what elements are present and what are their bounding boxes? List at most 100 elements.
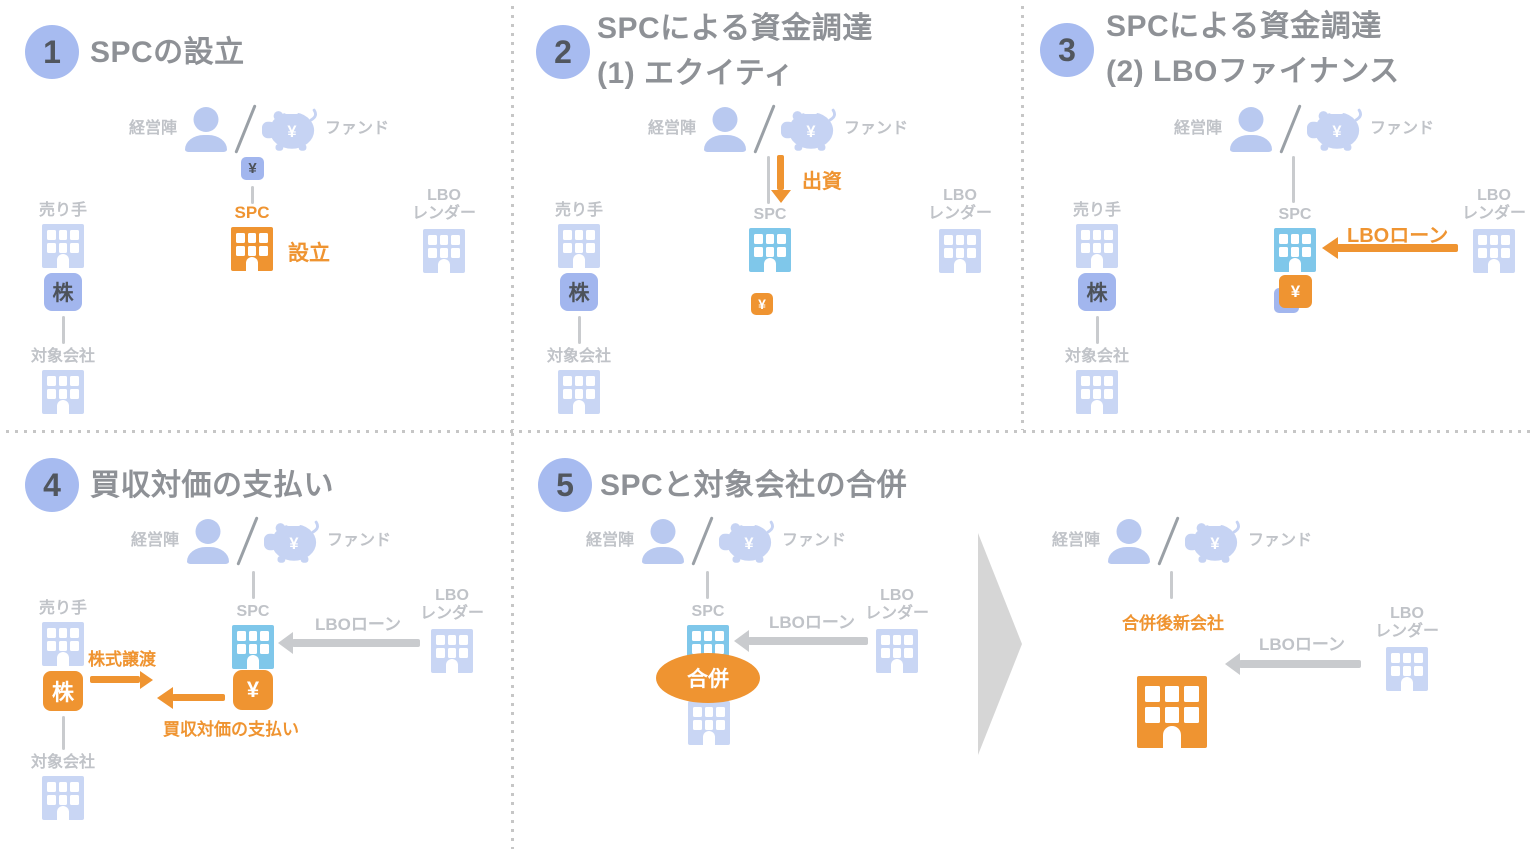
management-person-icon [186,519,230,564]
spc-group: SPC [728,206,812,272]
stock-tag: 株 [43,671,83,711]
lbo-lender-group: LBO レンダー [842,588,952,673]
lbo-loan-arrow [1337,244,1458,252]
lender-building-icon [939,229,981,273]
target-company-label: 対象会社 [30,348,95,365]
slash-divider-icon [754,104,774,154]
management-label: 経営陣 [131,532,180,549]
step-1-badge: 1 [25,25,79,79]
seller-label: 売り手 [1072,202,1121,219]
establishment-label: 設立 [288,242,330,265]
management-label: 経営陣 [1174,120,1223,137]
transition-arrow [978,533,1022,755]
divider-vertical-3 [511,433,514,849]
lbo-lender-group: LBO レンダー [905,188,1015,273]
fund-label: ファンド [1248,532,1313,549]
mixed-money-tag: ¥ [1274,275,1312,313]
owners-row: 経営陣 ¥ ファンド [648,106,908,152]
slash-divider-icon [692,516,712,566]
panel-5-title: SPCと対象会社の合併 [600,469,908,502]
lbo-lender-label-line1: LBO [943,187,977,204]
slash-divider-icon [237,516,257,566]
ownership-line [1292,156,1295,203]
step-3-badge: 3 [1040,23,1094,77]
seller-building-icon [42,622,84,666]
seller-column: 売り手 株 対象会社 [1047,203,1147,414]
slash-divider-icon [1158,516,1178,566]
owners-row: 経営陣 ¥ ファンド [586,518,846,564]
fund-piggy-bank-icon: ¥ [262,108,317,151]
owners-row: 経営陣 ¥ ファンド [131,518,391,564]
equity-money-tag: ¥ [751,293,773,315]
management-person-icon [703,107,747,152]
panel-4-payment: 4 買収対価の支払い 経営陣 ¥ ファンド SPC LBOローン 売り手 株 対… [0,433,512,864]
lbo-lender-label-line1: LBO [435,587,469,604]
target-company-building-icon [42,776,84,820]
lbo-lender-label-line1: LBO [880,587,914,604]
management-person-icon [1107,519,1151,564]
lbo-lender-label-line2: レンダー [411,205,476,222]
panel-3-title: SPCによる資金調達 (2) LBOファイナンス [1106,4,1400,94]
seller-building-icon [42,224,84,268]
target-company-label: 対象会社 [30,754,95,771]
yen-tag: ¥ [241,157,264,180]
management-person-icon [1229,107,1273,152]
lbo-lender-group: LBO レンダー [1352,606,1462,691]
stock-tag: 株 [44,273,82,311]
piggy-yen-glyph: ¥ [806,123,816,141]
lbo-loan-label: LBOローン [1259,635,1346,654]
lbo-lender-label-line1: LBO [427,187,461,204]
panel-3-lbo-finance: 3 SPCによる資金調達 (2) LBOファイナンス 経営陣 ¥ ファンド SP… [1024,0,1536,431]
equity-arrow-down [777,155,784,190]
lender-building-icon [876,629,918,673]
lbo-loan-arrow [292,639,420,647]
payment-money-tag: ¥ [233,670,273,710]
fund-label: ファンド [327,532,392,549]
owners-row: 経営陣 ¥ ファンド [1052,518,1312,564]
divider-horizontal [6,430,1530,433]
ownership-line [251,186,254,204]
piggy-yen-glyph: ¥ [1210,535,1220,553]
management-label: 経営陣 [648,120,697,137]
target-company-label: 対象会社 [1064,348,1129,365]
lbo-loan-arrow [1239,660,1361,668]
fund-label: ファンド [1370,120,1435,137]
divider-vertical-2 [1021,6,1024,430]
stock-tag: 株 [560,273,598,311]
ownership-line [61,316,65,344]
spc-group: SPC [1253,206,1337,272]
lender-building-icon [1473,229,1515,273]
ownership-line [1170,571,1173,599]
ownership-line [767,156,770,204]
seller-label: 売り手 [554,202,603,219]
seller-column: 売り手 株 対象会社 [13,601,113,820]
lbo-lender-label-line1: LBO [1390,605,1424,622]
lbo-lender-group: LBO レンダー [1439,188,1536,273]
piggy-yen-glyph: ¥ [1332,123,1342,141]
target-company-building-icon [558,370,600,414]
lbo-loan-label: LBOローン [1347,225,1449,247]
panel-2-title-line2: (1) エクイティ [597,57,795,90]
spc-building-icon [231,227,273,271]
fund-label: ファンド [844,120,909,137]
slash-divider-icon [1280,104,1300,154]
piggy-yen-glyph: ¥ [287,123,297,141]
fund-label: ファンド [782,532,847,549]
panel-5-merger: 5 SPCと対象会社の合併 経営陣 ¥ ファンド SPC 合併 LBOローン L… [512,433,1536,864]
owners-row: 経営陣 ¥ ファンド [1174,106,1434,152]
stock-transfer-arrow [90,676,140,683]
merger-ellipse: 合併 [656,653,760,703]
spc-label: SPC [691,603,725,620]
spc-group: SPC [211,603,295,669]
spc-group: SPC [210,203,294,271]
lbo-loan-arrow [748,637,868,645]
seller-building-icon [1076,224,1118,268]
target-company-building-icon [42,370,84,414]
lender-building-icon [423,229,465,273]
ownership-line [1095,316,1099,344]
loan-portion: ¥ [1279,275,1312,308]
lbo-lender-label-line2: レンダー [1461,205,1526,222]
spc-label: SPC [1278,206,1312,223]
fund-piggy-bank-icon: ¥ [781,108,836,151]
lbo-lender-label-line1: LBO [1477,187,1511,204]
